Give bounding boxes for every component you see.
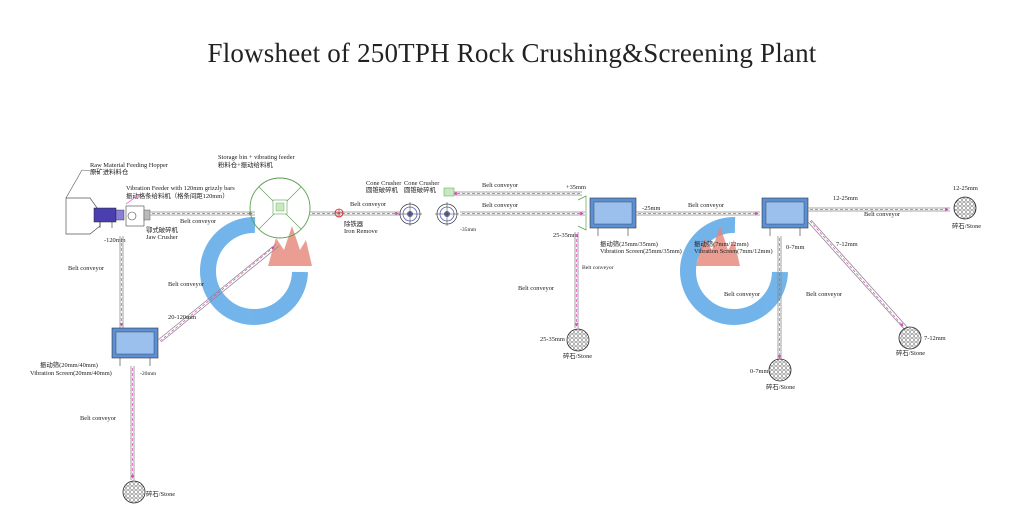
belt-label-8: Belt conveyor (724, 291, 761, 298)
storage-bin (249, 177, 311, 239)
belt-label-small: Belt conveyor (582, 265, 614, 271)
pile-label-12-25: 12-25mm (953, 185, 978, 192)
belt-7-12 (807, 219, 909, 331)
belt-label-6: Belt conveyor (864, 211, 901, 218)
raw-material-hopper (65, 169, 101, 235)
belt-0-7 (777, 236, 782, 360)
belt-label-3: Belt conveyor (482, 182, 519, 189)
screen1-label-cn: 振动筛(25mm/35mm) (600, 239, 658, 248)
jaw-label-en: Jaw Crusher (146, 234, 179, 241)
stone-label-0-7: 碎石/Stone (766, 382, 795, 391)
belt-cones-to-screen1 (443, 187, 585, 216)
hopper-label-en: Raw Material Feeding Hopper (90, 162, 169, 169)
screen1-label-en: Vibration Screen(25mm/35mm) (600, 248, 682, 255)
stone-pile-0-20 (122, 480, 146, 504)
belt-label-4: Belt conveyor (482, 202, 519, 209)
watermark-logo-left (200, 216, 312, 325)
size-label-plus35: +35mm (566, 184, 586, 191)
vibration-screen-2 (761, 197, 809, 236)
pile-label-0-7: 0-7mm (750, 368, 768, 375)
belt-0-20 (130, 366, 135, 480)
stone-pile-12-25 (953, 196, 977, 220)
stone-pile-7-12 (898, 326, 922, 350)
feeder-label-cn: 振动格条给料机（格条间距120mm） (126, 191, 229, 200)
hopper-label-cn: 原矿进料料仓 (90, 167, 129, 176)
feeder-label-en: Vibration Feeder with 120mm grizzly bars (126, 185, 235, 192)
belt-storage-to-cone (310, 211, 400, 216)
size-label-minus120: -120mm (104, 237, 126, 244)
storage-label-en: Storage bin + vibrating feeder (218, 154, 296, 161)
stone-label-7-12: 碎石/Stone (896, 348, 925, 357)
size-label-12-25: 12-25mm (833, 195, 858, 202)
belt-label-9: Belt conveyor (518, 285, 555, 292)
stone-pile-0-7 (768, 358, 792, 382)
stone-label-12-25: 碎石/Stone (952, 221, 981, 230)
size-label-minus25: -25mm (642, 205, 660, 212)
storage-label-cn: 粉料仓+振动给料机 (218, 160, 273, 169)
cone1-label-cn: 圆锥破碎机 (366, 185, 399, 194)
screen0-label-cn: 振动筛(20mm/40mm) (40, 360, 98, 369)
vibration-screen-0 (111, 327, 159, 366)
belt-label-2: Belt conveyor (350, 201, 387, 208)
stone-pile-25-35 (566, 328, 590, 352)
vibration-feeder (93, 207, 125, 228)
iron-label-en: Iron Remove (344, 228, 378, 235)
vibration-screen-1 (577, 195, 637, 236)
size-label-25-35: 25-35mm (553, 232, 578, 239)
watermark-logo-right (680, 216, 788, 325)
iron-label-cn: 除铁器 (344, 219, 364, 228)
size-label-7-12: 7-12mm (836, 241, 858, 248)
belt-screen0-to-storage (157, 243, 280, 343)
cone-crusher-1 (398, 202, 422, 226)
belt-label-10: Belt conveyor (68, 265, 105, 272)
size-label-0-7: 0-7mm (786, 244, 804, 251)
belt-label-7: Belt conveyor (806, 291, 843, 298)
cone1-label-en: Cone Crusher (366, 180, 402, 187)
cone2-small-label: -35mm (460, 227, 477, 233)
page-title: Flowsheet of 250TPH Rock Crushing&Screen… (207, 38, 817, 68)
belt-label-12: Belt conveyor (80, 415, 117, 422)
cone2-label-cn: 圆锥破碎机 (404, 185, 437, 194)
pile-label-7-12: 7-12mm (924, 335, 946, 342)
screen2-label-en: Vibration Screen(7mm/12mm) (694, 248, 773, 255)
iron-remove (334, 208, 344, 218)
screen2-label-cn: 振动筛(7mm/12mm) (694, 239, 749, 248)
jaw-crusher (125, 193, 151, 227)
belt-label-11: Belt conveyor (168, 281, 205, 288)
stone-label-0-20: 碎石/Stone (146, 489, 175, 498)
stone-label-25-35: 碎石/Stone (563, 351, 592, 360)
size-label-minus20: -20mm (140, 371, 157, 377)
jaw-label-cn: 鄂式破碎机 (146, 225, 179, 234)
size-label-20-120: 20-120mm (168, 314, 196, 321)
pile-label-25-35: 25-35mm (540, 336, 565, 343)
belt-label-5: Belt conveyor (688, 202, 725, 209)
belt-label-1: Belt conveyor (180, 218, 217, 225)
screen0-label-en: Vibration Screen(20mm/40mm) (30, 370, 112, 377)
belt-12-25 (808, 207, 950, 212)
belt-25-35 (574, 232, 579, 328)
cone2-label-en: Cone Crusher (404, 180, 440, 187)
cone-crusher-2 (435, 202, 459, 226)
belt-screen1-to-screen2 (636, 211, 760, 216)
belt-jaw-to-screen0 (119, 236, 124, 328)
belt-jaw-to-storage (150, 211, 255, 216)
